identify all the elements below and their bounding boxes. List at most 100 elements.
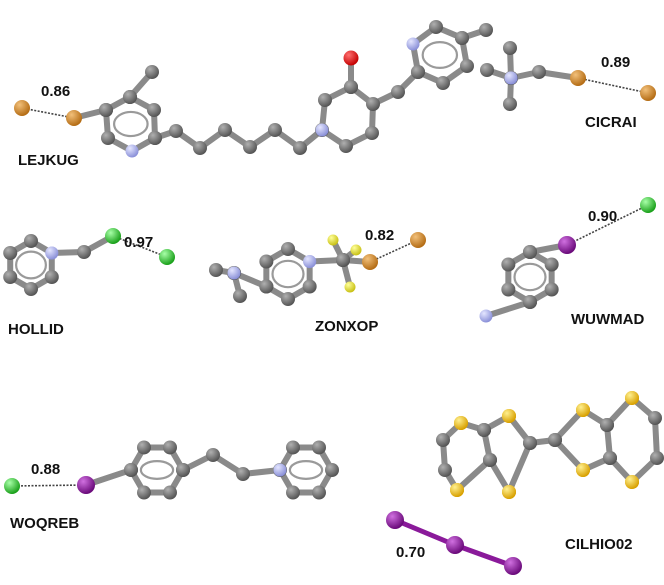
carbon-atom	[281, 292, 295, 306]
sulfur-atom	[450, 483, 464, 497]
carbon-atom	[438, 463, 452, 477]
structure-label-woqreb: WOQREB	[10, 515, 80, 532]
carbon-atom	[77, 245, 91, 259]
carbon-atom	[523, 245, 537, 259]
halogen-bond-contact	[577, 77, 649, 94]
iodine-atom	[558, 236, 576, 254]
sulfur-atom	[502, 485, 516, 499]
carbon-atom	[236, 467, 250, 481]
contacts-layer	[11, 77, 649, 487]
fluorine-atom	[327, 234, 339, 246]
contact-value-lejkug: 0.86	[41, 83, 71, 100]
structure-label-hollid: HOLLID	[8, 321, 64, 338]
aromatic-ring	[15, 250, 47, 280]
carbon-atom	[501, 282, 516, 297]
halogen-bond-contact	[566, 204, 649, 246]
sulfur-atom	[576, 403, 590, 417]
sulfur-atom	[576, 463, 590, 477]
carbon-atom	[147, 103, 161, 117]
bond	[454, 457, 493, 493]
carbon-atom	[312, 440, 326, 455]
carbon-atom	[544, 257, 559, 272]
carbon-atom	[24, 282, 38, 296]
halogen-bond-contact	[21, 107, 75, 119]
oxygen-atom	[343, 50, 359, 66]
aromatic-ring	[112, 110, 149, 138]
bond	[392, 517, 458, 548]
bond	[483, 299, 533, 319]
carbon-atom	[344, 80, 358, 94]
aromatic-rings-layer	[15, 41, 547, 480]
carbon-atom	[163, 485, 177, 500]
bromine-atom	[362, 254, 378, 270]
carbon-atom	[259, 254, 274, 269]
carbon-atom	[603, 451, 617, 465]
carbon-atom	[286, 485, 300, 500]
carbon-atom	[523, 436, 537, 450]
structure-label-lejkug: LEJKUG	[18, 152, 79, 169]
contact-value-zonxop: 0.82	[365, 227, 395, 244]
nitrogen-atom	[406, 37, 420, 51]
bromine-atom	[640, 85, 656, 101]
carbon-atom	[503, 41, 517, 55]
carbon-atom	[523, 295, 537, 309]
carbon-atom	[544, 282, 559, 297]
contact-value-wuwmad: 0.90	[588, 208, 618, 225]
sulfur-atom	[502, 409, 516, 423]
chlorine-atom	[159, 249, 175, 265]
sulfur-atom	[454, 416, 468, 430]
carbon-atom	[325, 463, 339, 477]
carbon-atom	[336, 253, 350, 267]
carbon-atom	[286, 440, 300, 455]
nitrogen-atom	[504, 71, 518, 85]
nitrogen-atom	[479, 309, 493, 323]
iodine-atom	[504, 557, 522, 575]
carbon-atom	[318, 93, 332, 107]
carbon-atom	[293, 141, 307, 155]
sulfur-atom	[625, 475, 639, 489]
chlorine-atom	[105, 228, 121, 244]
carbon-atom	[477, 423, 491, 437]
carbon-atom	[366, 97, 380, 111]
carbon-atom	[206, 448, 220, 462]
bond	[506, 440, 533, 495]
carbon-atom	[24, 234, 38, 248]
contact-value-hollid: 0.97	[124, 234, 154, 251]
halogen-bond-contact	[11, 484, 87, 487]
carbon-atom	[44, 270, 59, 284]
chlorine-atom	[640, 197, 656, 213]
carbon-atom	[365, 126, 379, 140]
carbon-atom	[101, 131, 115, 145]
carbon-atom	[479, 23, 493, 37]
carbon-atom	[3, 246, 18, 260]
carbon-atom	[548, 433, 562, 447]
carbon-atom	[209, 263, 223, 277]
carbon-atom	[483, 453, 497, 467]
carbon-atom	[429, 20, 443, 34]
carbon-atom	[503, 97, 517, 111]
carbon-atom	[480, 63, 494, 77]
contact-value-cilhio02: 0.70	[396, 544, 426, 561]
carbon-atom	[3, 270, 18, 284]
bromine-atom	[66, 110, 82, 126]
carbon-atom	[600, 418, 614, 432]
halogen-bond-contact	[369, 239, 419, 263]
iodine-atom	[446, 536, 464, 554]
bromine-atom	[14, 100, 30, 116]
carbon-atom	[99, 103, 113, 117]
nitrogen-atom	[315, 123, 329, 137]
nitrogen-atom	[273, 463, 287, 477]
carbon-atom	[312, 485, 326, 500]
carbon-atom	[501, 257, 516, 272]
aromatic-ring	[421, 41, 459, 69]
structure-label-cilhio02: CILHIO02	[565, 536, 633, 553]
aromatic-ring	[513, 262, 547, 292]
aromatic-ring	[139, 460, 175, 480]
carbon-atom	[243, 140, 257, 154]
carbon-atom	[124, 463, 138, 477]
nitrogen-atom	[45, 246, 59, 260]
contact-value-cicrai: 0.89	[601, 54, 631, 71]
chlorine-atom	[4, 478, 20, 494]
carbon-atom	[436, 433, 450, 447]
